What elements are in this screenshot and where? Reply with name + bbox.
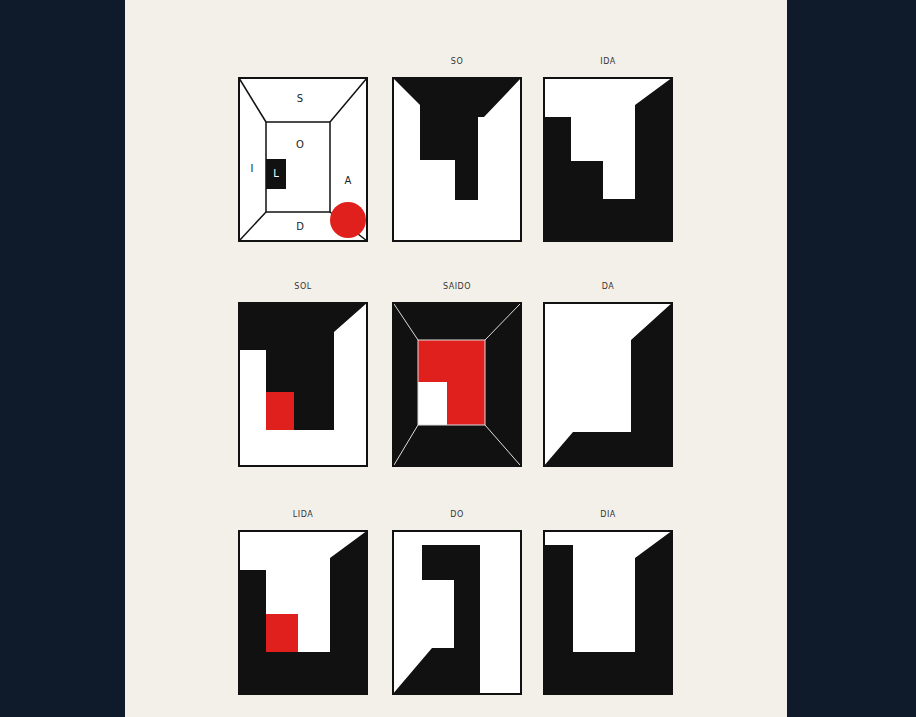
key-square: S O I L A D	[238, 77, 368, 242]
square-figure	[543, 530, 673, 695]
shape-square: SO	[392, 77, 522, 242]
shape-square: DO	[392, 530, 522, 695]
shape-square: DA	[543, 302, 673, 467]
square-figure	[392, 530, 522, 695]
region-letter: L	[273, 169, 279, 179]
square-caption: SO	[451, 57, 463, 66]
shape-square: IDA	[543, 77, 673, 242]
shape-square: DIA	[543, 530, 673, 695]
shape-square: SOL	[238, 302, 368, 467]
square-caption: SAIDO	[443, 282, 471, 291]
square-figure	[543, 77, 673, 242]
region-letter: D	[296, 222, 304, 232]
region-letter: I	[251, 164, 254, 174]
square-caption: IDA	[600, 57, 615, 66]
square-caption: DA	[602, 282, 615, 291]
square-figure	[543, 302, 673, 467]
square-caption: SOL	[294, 282, 311, 291]
region-letter: A	[345, 176, 352, 186]
square-figure	[238, 530, 368, 695]
square-caption: DIA	[600, 510, 616, 519]
square-figure	[392, 302, 522, 467]
shape-square: LIDA	[238, 530, 368, 695]
square-caption: DO	[450, 510, 463, 519]
region-letter: O	[296, 140, 304, 150]
square-figure	[392, 77, 522, 242]
region-letter: S	[297, 94, 303, 104]
square-caption: LIDA	[293, 510, 313, 519]
shape-square: SAIDO	[392, 302, 522, 467]
square-figure	[238, 302, 368, 467]
